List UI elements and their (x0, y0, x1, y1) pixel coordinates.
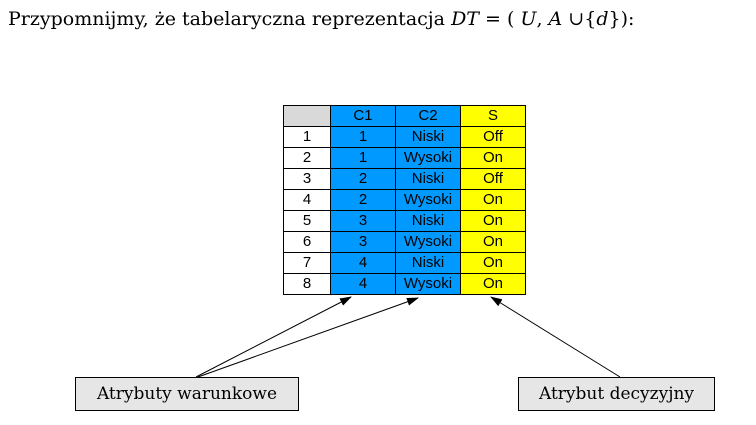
cell-c2: Wysoki (395, 147, 461, 169)
heading-text: Przypomnijmy, że tabelaryczna reprezenta… (8, 8, 452, 30)
arrow-to-s (490, 296, 621, 378)
conditional-attributes-label: Atrybuty warunkowe (75, 377, 299, 411)
row-index: 8 (283, 273, 331, 295)
cell-c2: Niski (395, 168, 461, 190)
cell-c1: 1 (330, 147, 396, 169)
formula-eq: = ( (478, 8, 521, 30)
header-c1: C1 (330, 105, 396, 127)
formula-union: ∪{ (562, 8, 597, 30)
arrow-to-c1 (195, 296, 352, 378)
formula-end: }): (608, 8, 635, 30)
cell-c1: 4 (330, 273, 396, 295)
cell-c1: 2 (330, 189, 396, 211)
formula-a: A (548, 8, 563, 30)
decision-attribute-label: Atrybut decyzyjny (518, 377, 715, 411)
formula-u: U (520, 8, 537, 30)
formula-comma: , (536, 8, 549, 30)
row-index: 6 (283, 231, 331, 253)
cell-c2: Niski (395, 252, 461, 274)
cell-s: Off (460, 168, 526, 190)
heading: Przypomnijmy, że tabelaryczna reprezenta… (8, 8, 634, 30)
cell-c2: Wysoki (395, 189, 461, 211)
cell-s: Off (460, 126, 526, 148)
header-c2: C2 (395, 105, 461, 127)
table-header-row: C1 C2 S (283, 105, 526, 127)
cell-s: On (460, 273, 526, 295)
cell-c2: Niski (395, 126, 461, 148)
cell-c1: 3 (330, 231, 396, 253)
row-index: 1 (283, 126, 331, 148)
cell-c2: Wysoki (395, 273, 461, 295)
cell-s: On (460, 189, 526, 211)
cell-c1: 1 (330, 126, 396, 148)
arrow-to-c2 (197, 297, 419, 378)
formula-dt: DT (451, 8, 479, 30)
cell-c2: Niski (395, 210, 461, 232)
cell-s: On (460, 210, 526, 232)
cell-s: On (460, 147, 526, 169)
formula-d: d (596, 8, 609, 30)
cell-c1: 4 (330, 252, 396, 274)
header-index (283, 105, 331, 127)
